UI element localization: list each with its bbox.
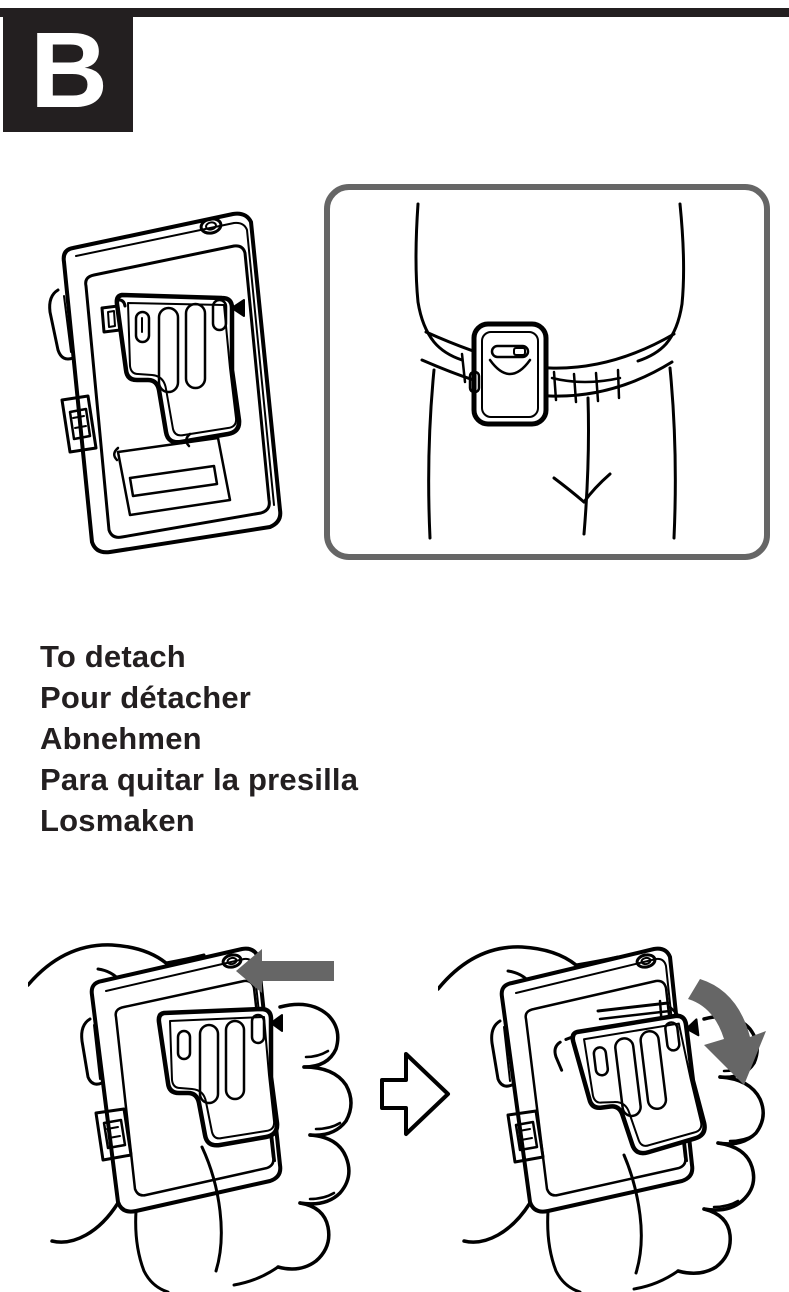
- heading-line-fr: Pour détacher: [40, 680, 252, 715]
- section-badge: B: [3, 8, 133, 132]
- figure-device-worn-on-belt: [322, 182, 772, 562]
- heading-line-de: Abnehmen: [40, 721, 202, 756]
- figure-step-rotate-clip-off: [438, 915, 788, 1292]
- header-rule: [0, 8, 789, 17]
- heading-line-en: To detach: [40, 639, 186, 674]
- heading-line-es: Para quitar la presilla: [40, 762, 359, 797]
- section-badge-letter: B: [30, 9, 108, 130]
- figure-device-with-belt-clip-attached: [18, 200, 318, 560]
- figure-step-push-clip: [28, 915, 378, 1292]
- rotate-arrow-icon: [688, 979, 766, 1085]
- next-step-arrow-icon: [380, 1052, 450, 1136]
- heading-block: To detach Pour détacher Abnehmen Para qu…: [40, 636, 560, 841]
- step-separator-arrow: [362, 1038, 472, 1150]
- heading-line-nl: Losmaken: [40, 803, 195, 838]
- push-arrow-icon: [236, 949, 334, 993]
